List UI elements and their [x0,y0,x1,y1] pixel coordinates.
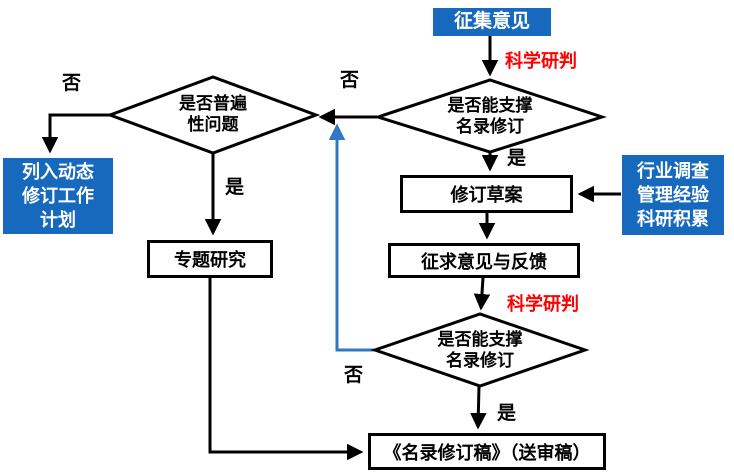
edge-label-no-bottom: 否 [344,365,364,386]
node-special-research-label: 专题研究 [174,250,246,270]
diamond-support1-line1: 是否能支撑 [447,96,533,115]
node-solicit-feedback-label: 征求意见与反馈 [421,251,547,272]
connector-support2-no-feedback [328,123,374,352]
diamond-support2-shape [370,312,590,388]
diamond-universal-line2: 性问题 [187,115,239,134]
edge-label-no-mid: 否 [340,70,360,91]
node-collect-opinions: 征集意见 [433,8,551,36]
node-revision-draft: 修订草案 [400,175,573,213]
node-input-box-line3: 科研积累 [637,209,709,229]
label-scientific-judgement-1: 科学研判 [505,51,577,71]
diamond-universal-label: 是否普遍 性问题 [113,82,313,146]
node-special-research: 专题研究 [147,240,273,278]
diamond-support2-label: 是否能支撑 名录修订 [380,318,580,382]
label-scientific-judgement-2: 科学研判 [507,294,579,314]
diamond-universal-shape [105,75,321,155]
node-input-box-line2: 管理经验 [637,185,709,205]
node-final-draft-label: 《名录修订稿》（送审稿） [383,442,591,463]
connector-feedback-to-support2 [473,277,491,311]
edge-label-yes-bottom: 是 [497,403,517,424]
connector-universal-no-to-plan [41,113,110,154]
diamond-support1-shape [373,78,607,154]
node-plan-box-line2: 修订工作 [22,186,94,206]
node-plan-box-line3: 计划 [40,210,76,230]
edge-label-yes-mid: 是 [507,148,527,169]
node-input-box-line1: 行业调查 [637,161,709,181]
node-input-box: 行业调查 管理经验 科研积累 [622,155,724,235]
node-final-draft: 《名录修订稿》（送审稿） [368,433,606,470]
diamond-support2-line2: 名录修订 [446,351,514,370]
diamond-universal-line1: 是否普遍 [179,94,247,113]
connector-support2-yes-to-final [470,385,487,430]
node-solicit-feedback: 征求意见与反馈 [388,243,580,278]
connector-research-to-final [208,278,364,461]
diamond-support1-label: 是否能支撑 名录修订 [390,84,590,148]
node-plan-box-line1: 列入动态 [22,162,94,182]
node-revision-draft-label: 修订草案 [450,185,523,205]
diamond-support1-line2: 名录修订 [456,117,524,136]
edge-label-yes-left: 是 [225,177,245,198]
node-collect-opinions-label: 征集意见 [453,11,530,32]
diamond-support2-line1: 是否能支撑 [437,330,523,349]
node-plan-box: 列入动态 修订工作 计划 [3,158,113,234]
edge-label-no-left: 否 [62,73,82,94]
